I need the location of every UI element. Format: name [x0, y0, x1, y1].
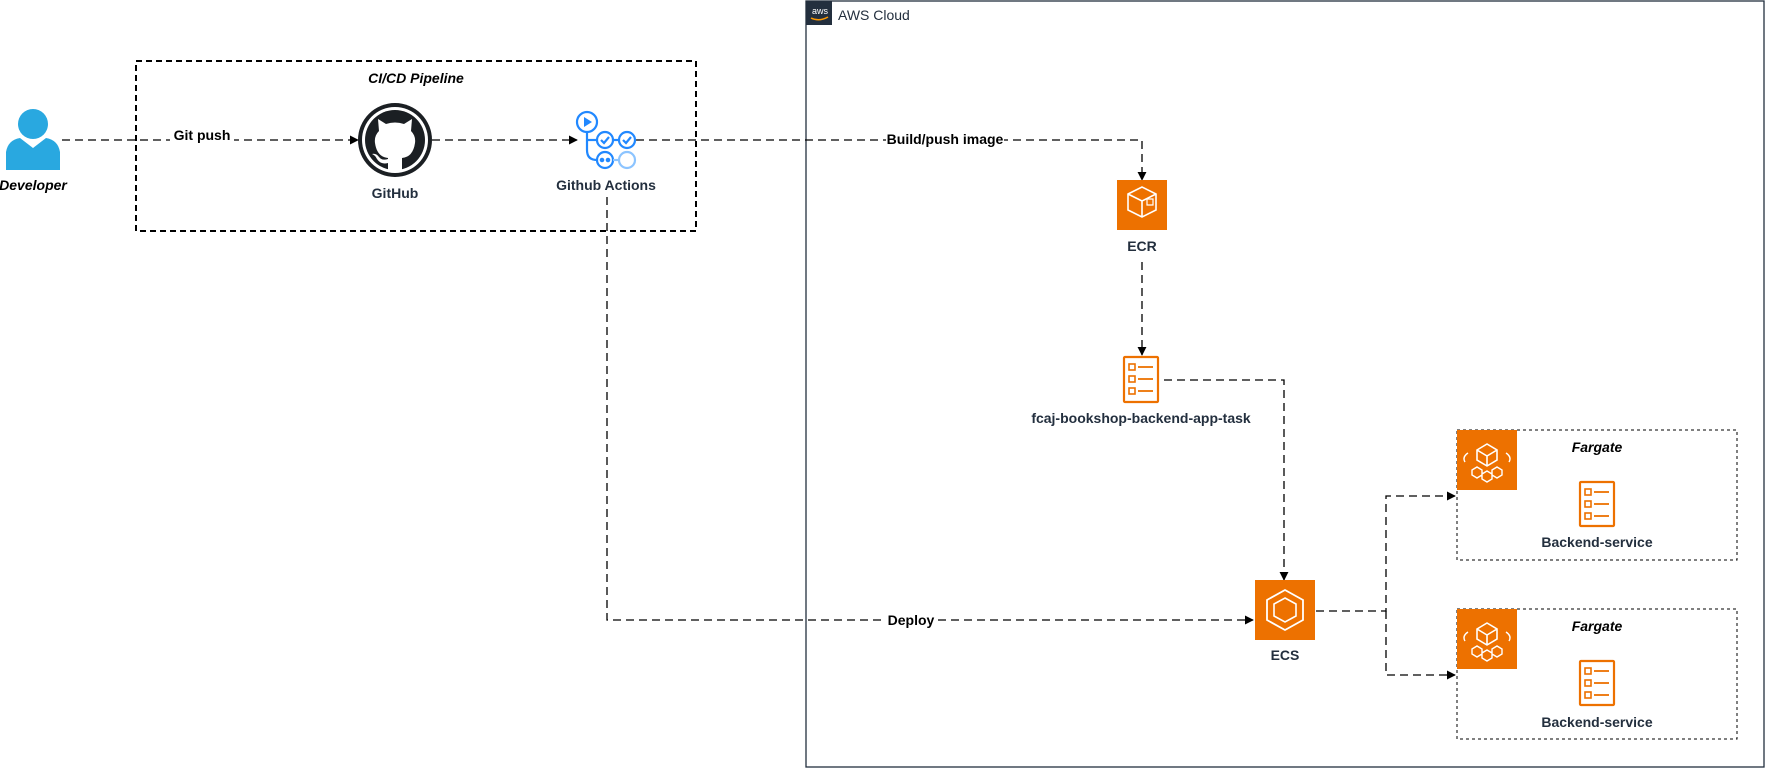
fargate-icon — [1457, 430, 1517, 490]
service-1-node[interactable]: Backend-service — [1541, 480, 1653, 550]
fargate-title-1: Fargate — [1572, 439, 1623, 455]
edge-deploy — [606, 197, 1254, 625]
pipeline-group: CI/CD Pipeline — [135, 60, 697, 232]
fargate-icon — [1457, 609, 1517, 669]
aws-cloud-title: AWS Cloud — [838, 7, 910, 23]
edges: Git push Build/push image Deploy — [62, 126, 1456, 680]
fargate-group-2: Fargate Backend-service — [1456, 608, 1738, 740]
edge-task-ecs — [1164, 379, 1289, 581]
github-label: GitHub — [372, 185, 419, 201]
ecr-node[interactable]: ECR — [1117, 180, 1167, 254]
edge-label-build-push: Build/push image — [887, 131, 1004, 147]
fargate-title-2: Fargate — [1572, 618, 1623, 634]
github-actions-icon — [575, 110, 637, 170]
service-1-label: Backend-service — [1541, 534, 1653, 550]
fargate-group-1: Fargate Backend-service — [1456, 429, 1738, 561]
pipeline-title: CI/CD Pipeline — [368, 70, 464, 86]
ecs-icon — [1255, 580, 1315, 640]
aws-logo-icon: aws — [806, 1, 832, 25]
ecs-label: ECS — [1271, 647, 1300, 663]
developer-label: Developer — [0, 177, 68, 193]
task-node[interactable]: fcaj-bookshop-backend-app-task — [1031, 355, 1251, 426]
actions-label: Github Actions — [556, 177, 656, 193]
github-node[interactable]: GitHub — [358, 103, 432, 201]
ecs-node[interactable]: ECS — [1255, 580, 1315, 663]
task-definition-icon — [1578, 480, 1616, 528]
edge-label-deploy: Deploy — [888, 612, 935, 628]
task-definition-icon — [1122, 355, 1160, 404]
service-2-node[interactable]: Backend-service — [1541, 659, 1653, 730]
actions-node[interactable]: Github Actions — [556, 110, 656, 193]
task-label: fcaj-bookshop-backend-app-task — [1031, 410, 1251, 426]
github-icon — [358, 103, 432, 177]
service-2-label: Backend-service — [1541, 714, 1653, 730]
edge-ecs-fargate-1 — [1316, 491, 1456, 612]
user-icon — [6, 109, 60, 170]
edge-label-git-push: Git push — [174, 127, 231, 143]
edge-ecs-fargate-2 — [1385, 611, 1456, 680]
ecr-label: ECR — [1127, 238, 1157, 254]
svg-text:aws: aws — [812, 6, 829, 16]
developer-node[interactable]: Developer — [0, 109, 68, 193]
task-definition-icon — [1578, 659, 1616, 707]
aws-cloud-group: aws AWS Cloud — [805, 0, 1765, 768]
ecr-icon — [1117, 180, 1167, 230]
